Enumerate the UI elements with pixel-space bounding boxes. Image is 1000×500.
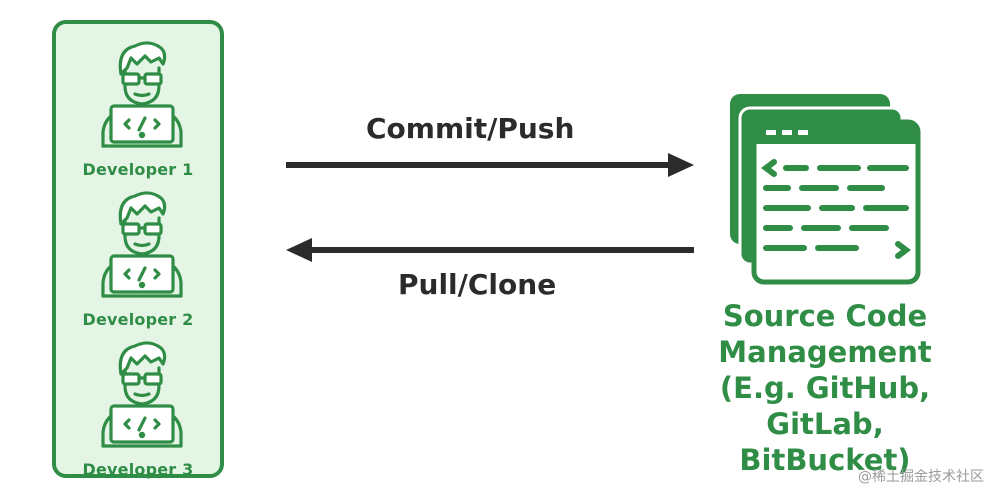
commit-push-label: Commit/Push: [366, 112, 575, 145]
scm-title: Source Code Management (E.g. GitHub, Git…: [700, 298, 950, 478]
pull-arrow: [286, 238, 694, 262]
developer-icon: [101, 341, 183, 448]
scm-title-line: BitBucket): [739, 443, 911, 477]
developer-label: Developer 3: [82, 460, 194, 479]
developer-icon: [101, 41, 183, 148]
scm-title-line: Management: [718, 335, 932, 369]
scm-title-line: Source Code: [722, 299, 928, 333]
developer-2: Developer 2: [56, 184, 228, 334]
watermark: @稀土掘金技术社区: [858, 469, 984, 485]
scm-title-line: GitLab,: [766, 407, 884, 441]
code-windows-icon: [730, 94, 921, 285]
developer-1: Developer 1: [56, 34, 228, 184]
scm-title-line: (E.g. GitHub,: [719, 371, 931, 405]
developer-icon: [101, 191, 183, 298]
developer-label: Developer 2: [82, 310, 194, 329]
pull-clone-label: Pull/Clone: [398, 268, 557, 301]
developer-label: Developer 1: [82, 160, 194, 179]
push-arrow: [286, 153, 694, 177]
developers-panel: Developer 1 Developer 2: [52, 20, 224, 479]
developer-3: Developer 3: [56, 334, 228, 484]
